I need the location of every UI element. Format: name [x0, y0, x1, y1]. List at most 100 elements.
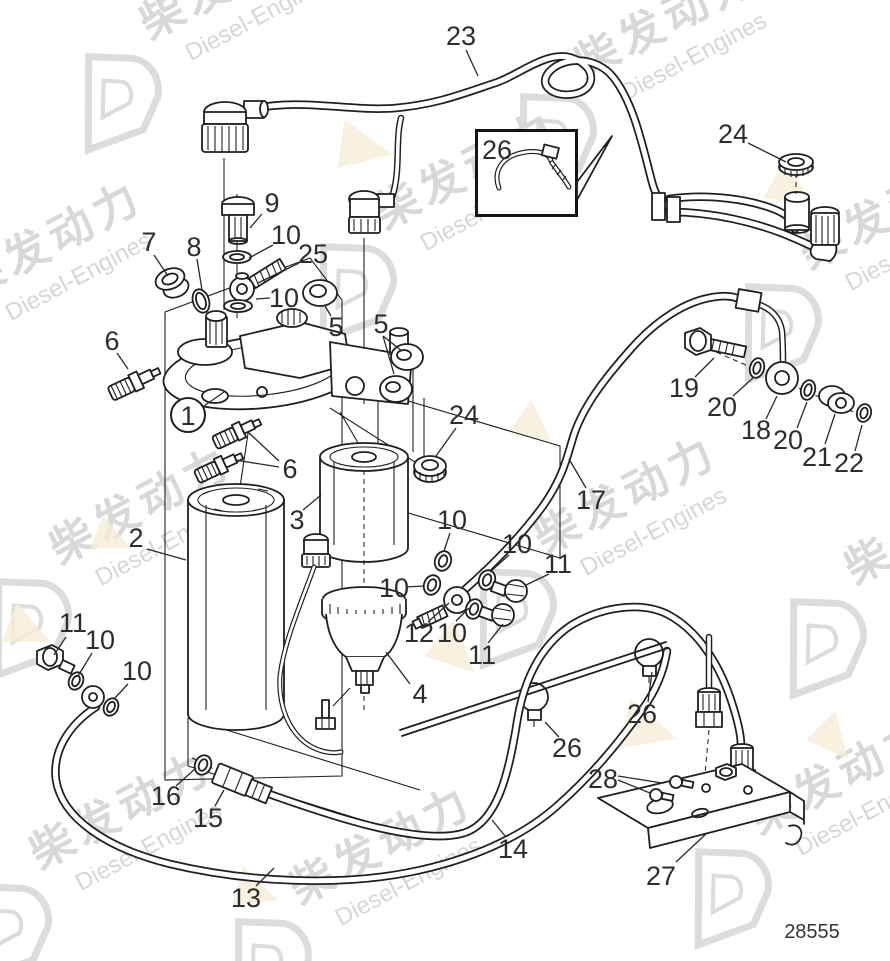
bleed-fitting — [205, 310, 228, 348]
part-callout-17-24: 17 — [576, 485, 606, 515]
part-callout-16-34: 16 — [151, 781, 181, 811]
callout-leader-24 — [435, 427, 457, 457]
callout-leader-10 — [455, 607, 470, 622]
part-callout-10-33: 10 — [122, 656, 152, 686]
bushing-21 — [818, 385, 855, 414]
part-callout-3-14: 3 — [289, 505, 304, 535]
callout-leader-10 — [489, 554, 510, 573]
nipple-fitting-6-center-1 — [211, 418, 263, 450]
watermark-logo-inner — [710, 873, 744, 916]
callout-leader-7 — [153, 254, 169, 277]
part-callout-11-31: 11 — [59, 608, 87, 638]
watermark-logo-icon — [0, 883, 52, 961]
callout-leader-6 — [234, 459, 280, 468]
callout-leader-26 — [647, 671, 653, 703]
hose-banjo-eye — [81, 685, 105, 709]
banjo-bolt-11-lower — [477, 603, 515, 627]
part-callout-10-19: 10 — [379, 573, 409, 603]
callout-leader-5 — [382, 335, 395, 375]
callout-leader-22 — [854, 424, 863, 452]
callout-leader-5 — [382, 335, 403, 352]
vertical-port-fitting — [784, 191, 810, 234]
part-callout-8-5: 8 — [186, 232, 201, 262]
plug-7 — [154, 267, 190, 299]
inset-label: 26 — [482, 135, 512, 165]
part-callout-11-22: 11 — [468, 640, 496, 670]
callout-leader-6 — [116, 352, 129, 370]
nipple-fitting-6-center-2 — [193, 452, 245, 484]
callout-leader-23 — [465, 49, 479, 77]
callout-leader-10 — [248, 244, 274, 259]
knurled-nut-24-top — [778, 153, 814, 194]
callout-leader-24 — [747, 142, 787, 163]
watermark-logo-icon — [319, 243, 397, 345]
callout-leader-5 — [324, 305, 332, 317]
grommet-5-left — [302, 279, 338, 307]
fuel-hose-23 — [243, 52, 673, 211]
part-callout-9-2: 9 — [264, 188, 279, 218]
part-callout-23-0: 23 — [446, 21, 476, 51]
part-callout-26-36: 26 — [627, 699, 657, 729]
watermark-logo-inner — [10, 603, 44, 646]
watermark-logo-icon — [0, 578, 72, 680]
inset-box-cable-tie — [475, 129, 613, 217]
drawing-number: 28555 — [784, 921, 840, 943]
part-callout-26-37: 26 — [552, 733, 582, 763]
callout-leader-10 — [113, 683, 129, 700]
screw-28-a — [669, 775, 695, 789]
watermark-logo-icon — [234, 918, 312, 961]
part-callout-1-11: 1 — [180, 401, 195, 431]
part-callout-5-8: 5 — [328, 312, 343, 342]
quick-connector-elbow — [201, 100, 269, 153]
part-callout-10-16: 10 — [437, 505, 467, 535]
rigid-pipe — [399, 641, 669, 737]
inset-arrow — [576, 135, 613, 201]
callout-leader-8 — [196, 258, 203, 291]
watermark-logo-inner — [0, 908, 24, 951]
part-callout-10-32: 10 — [85, 625, 115, 655]
part-callout-13-40: 13 — [231, 883, 261, 913]
callout-leader-21 — [824, 413, 836, 445]
part-callout-12-20: 12 — [404, 618, 434, 648]
callout-leader-10 — [77, 652, 93, 677]
fuel-filter-2 — [187, 483, 285, 731]
callout-leader-1 — [203, 391, 225, 407]
callout-leader-11 — [53, 636, 67, 656]
washer-22 — [855, 403, 873, 423]
grommet-5-right-upper — [390, 343, 424, 371]
part-callout-4-23: 4 — [412, 679, 427, 709]
banjo-group-lower-left — [36, 644, 120, 717]
bolt-on-bracket — [715, 763, 737, 781]
part-callout-14-39: 14 — [498, 834, 528, 864]
banjo-bolt-11-upper — [489, 579, 528, 603]
fuel-hose-17 — [456, 291, 746, 598]
part-callout-11-18: 11 — [544, 549, 572, 579]
part-callout-10-21: 10 — [437, 618, 467, 648]
part-callout-20-28: 20 — [773, 425, 803, 455]
callout-leader-6 — [247, 431, 280, 462]
watermark-logo-inner — [100, 78, 134, 121]
callout-leader-10 — [443, 532, 451, 552]
banjo-bolt-11-left — [36, 644, 76, 675]
part-callout-10-17: 10 — [502, 529, 532, 559]
separator-bowl-4 — [321, 586, 407, 710]
banjo-eye-18 — [765, 361, 799, 395]
watermark-logo-icon — [789, 598, 867, 700]
water-separator-filter-3 — [319, 442, 409, 590]
callout-leader-28 — [617, 779, 651, 794]
watermark-logo-icon — [694, 848, 772, 950]
callout-leader-28 — [617, 775, 663, 784]
part-callout-10-3: 10 — [271, 220, 301, 250]
nipple-fitting-6-left — [107, 367, 162, 401]
part-callout-21-29: 21 — [802, 442, 832, 472]
o-ring-8 — [191, 288, 211, 314]
part-callout-6-12: 6 — [282, 454, 297, 484]
coupling-15-16 — [191, 754, 273, 805]
part-callout-27-41: 27 — [646, 861, 676, 891]
bleed-parts-column — [221, 194, 287, 318]
watermark-logo-inner — [250, 943, 284, 961]
part-callout-6-10: 6 — [104, 326, 119, 356]
fuel-hose-13 — [51, 646, 672, 885]
